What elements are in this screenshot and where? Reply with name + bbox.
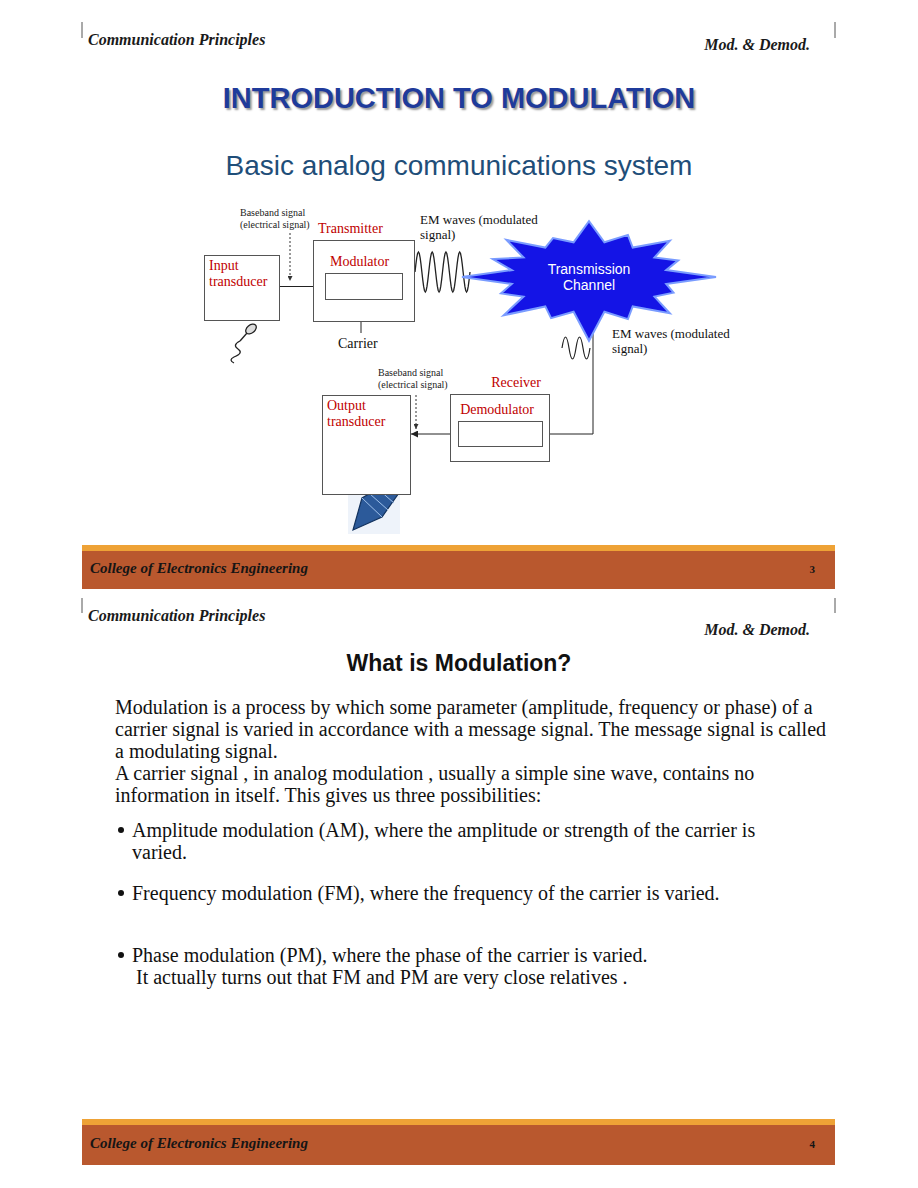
microphone-icon [231,341,240,363]
transmitter-box: TransmitterModulator [313,240,415,322]
header-text: Mod. & Demod. [560,36,810,54]
microphone-icon [240,333,247,341]
bullet-dot [118,890,124,896]
transducer-box: Input transducer [204,255,280,321]
microphone-icon [231,322,258,363]
signal-connector [543,320,593,434]
starburst-shape [462,221,716,341]
header-text: Communication Principles [88,607,408,625]
signal-label: EM waves (modulated signal) [612,326,752,356]
bullet-text: Phase modulation (PM), where the phase o… [132,944,792,966]
bullet-text: Frequency modulation (FM), where the fre… [132,882,757,904]
signal-label: Carrier [338,336,418,352]
receiver-box: ReceiverDemodulator [450,394,550,462]
bullet-text: Amplitude modulation (AM), where the amp… [132,819,757,863]
em-wave-connector [415,252,470,292]
bullet-dot [118,827,124,958]
node-label: Transmission Channel [541,261,637,293]
footer-bar [82,1119,835,1125]
node-label: Modulator [330,254,389,270]
slide-subtitle: Basic analog communications system [0,150,918,182]
body-text: A carrier signal , in analog modulation … [115,762,827,806]
node-label: Input transducer [205,256,279,292]
signal-label: Baseband signal (electrical signal) [378,367,454,391]
em-wave [562,337,590,359]
channel-starburst: Transmission Channel [462,220,716,334]
bullet-text: It actually turns out that FM and PM are… [136,966,796,988]
modulator-box: Modulator [325,273,403,300]
node-label: Output transducer [323,396,410,432]
bullet-dot [118,952,124,958]
signal-label: Baseband signal (electrical signal) [240,207,318,231]
footer-bar [82,551,835,589]
page-number: 3 [770,563,815,575]
page-number: 4 [770,1138,815,1150]
signal-label: EM waves (modulated signal) [420,212,560,242]
header-text: Communication Principles [88,31,408,49]
footer-bar [82,1125,835,1165]
transducer-box: Output transducer [322,395,411,495]
header-ticks [82,22,83,38]
header-text: Mod. & Demod. [560,621,810,639]
body-text: Modulation is a process by which some pa… [115,696,827,762]
slide-title: What is Modulation? [0,650,918,677]
header-ticks [835,598,836,613]
slide-title: INTRODUCTION TO MODULATION [0,82,918,115]
footer-bar [82,545,835,1165]
node-label: Demodulator [460,402,534,418]
signal-arrow [416,395,417,429]
signal-arrow [290,233,291,281]
bullet-dot [118,827,124,833]
node-label: Transmitter [318,221,383,237]
footer-bar [82,545,835,551]
demodulator-box: Demodulator [458,421,543,447]
footer-text: College of Electronics Engineering [90,1135,510,1152]
header-ticks [82,598,83,613]
header-ticks [835,22,836,38]
node-label: Receiver [491,375,541,391]
footer-text: College of Electronics Engineering [90,560,510,577]
